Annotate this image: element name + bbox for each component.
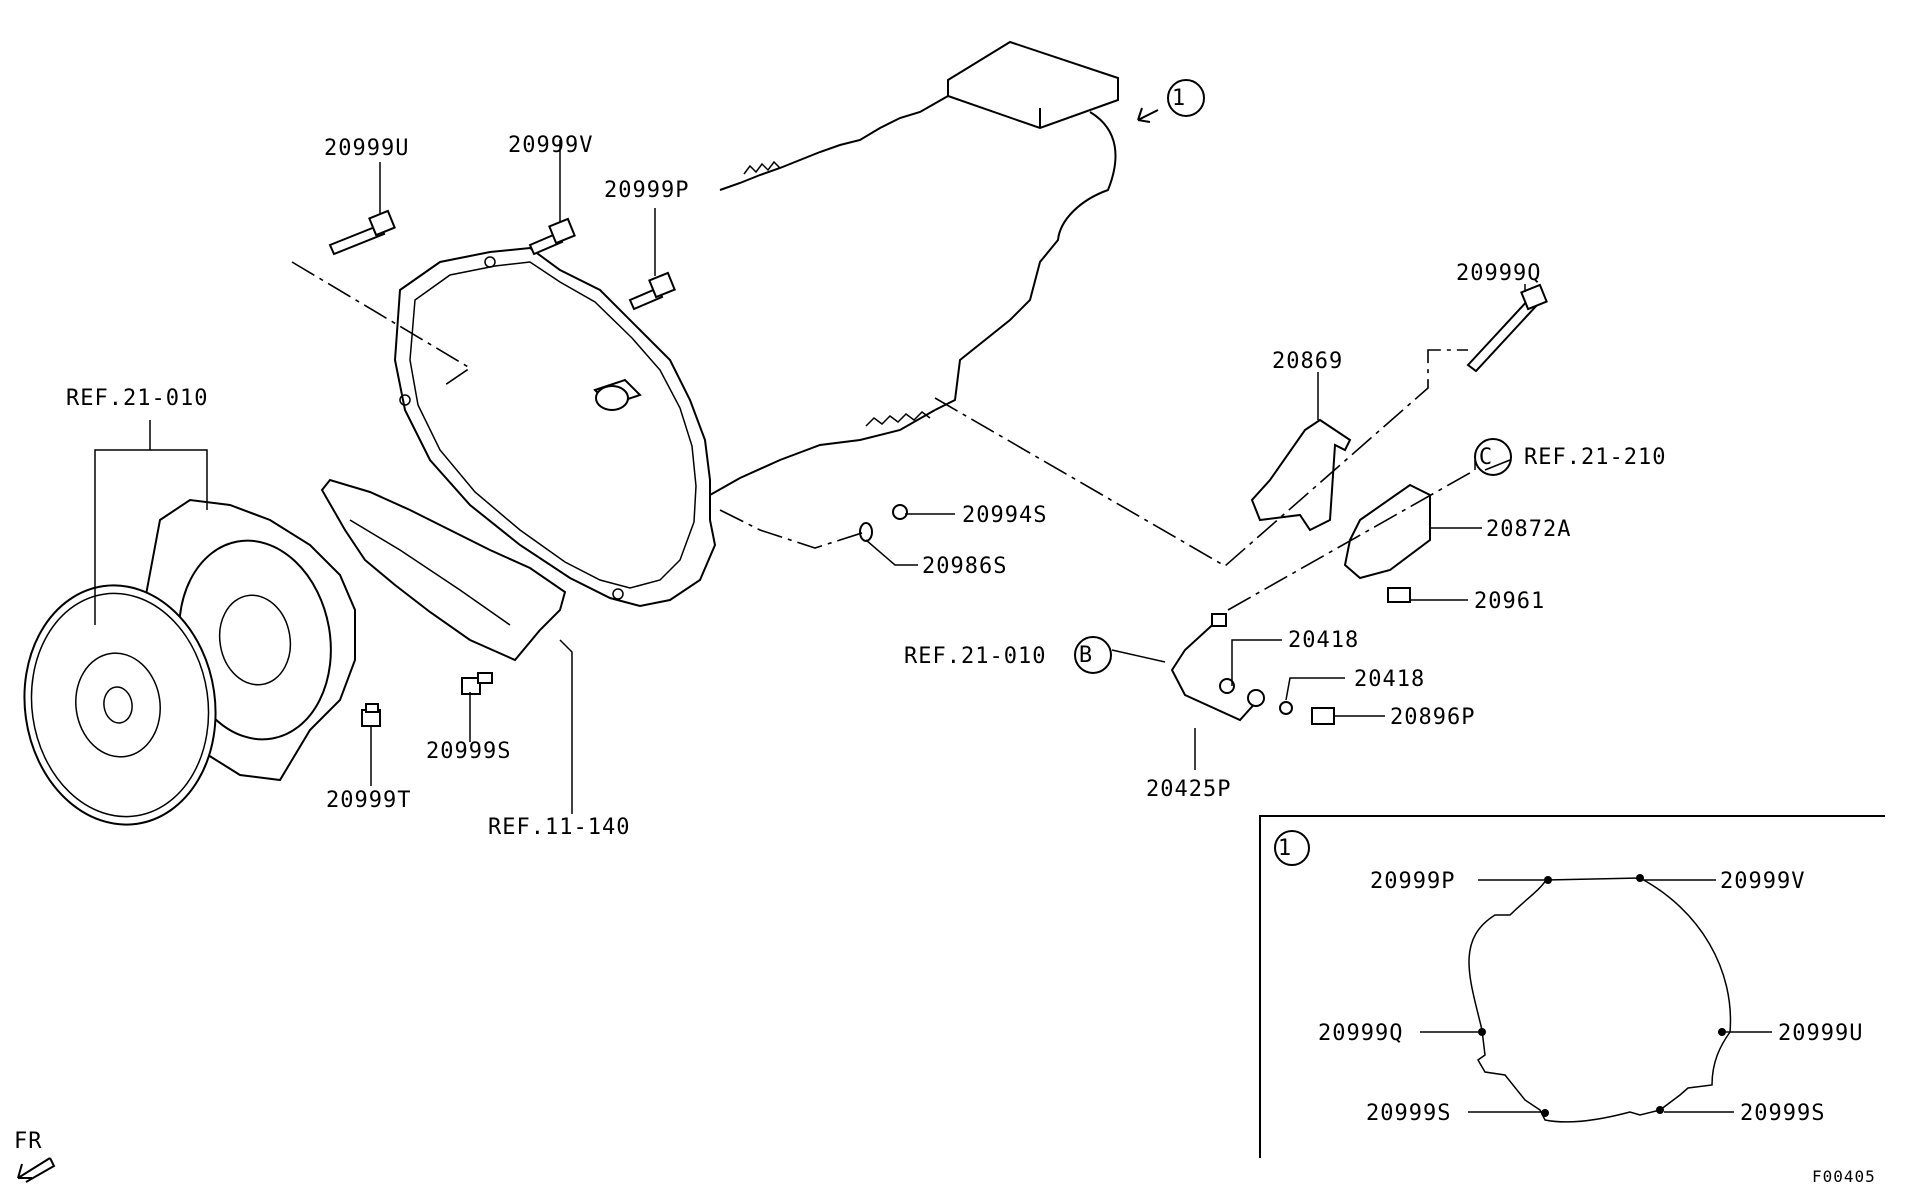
nut-part bbox=[892, 504, 908, 520]
inset-label-mid-right: 20999U bbox=[1778, 1021, 1863, 1046]
label-20418-b: 20418 bbox=[1354, 667, 1425, 692]
callout-c-circle bbox=[1474, 438, 1512, 476]
label-20869: 20869 bbox=[1272, 349, 1343, 374]
front-arrow-icon bbox=[17, 1157, 56, 1183]
callout-1-circle bbox=[1167, 79, 1205, 117]
inset-callout-text: 1 bbox=[1278, 836, 1292, 861]
bolt-20999s-part bbox=[461, 672, 493, 695]
label-ref-11-140: REF.11-140 bbox=[488, 815, 630, 840]
dust-cover bbox=[320, 478, 567, 662]
label-20425p: 20425P bbox=[1146, 777, 1231, 802]
inset-label-mid-left: 20999Q bbox=[1318, 1021, 1403, 1046]
label-20999q: 20999Q bbox=[1456, 261, 1541, 286]
callout-1-text: 1 bbox=[1172, 86, 1186, 111]
callout-c-text: C bbox=[1479, 445, 1493, 470]
label-ref-21-010-pipe: REF.21-010 bbox=[904, 644, 1046, 669]
callout-b-circle bbox=[1074, 636, 1112, 674]
label-20999p: 20999P bbox=[604, 178, 689, 203]
clutch-assembly bbox=[23, 498, 356, 826]
inset-label-bottom-left: 20999S bbox=[1366, 1101, 1451, 1126]
inset-label-bottom-right: 20999S bbox=[1740, 1101, 1825, 1126]
clutch-housing bbox=[393, 246, 717, 608]
bolt-20999t-part bbox=[361, 703, 381, 727]
bolt-20999q-part bbox=[1466, 283, 1548, 373]
inset-label-top-left: 20999P bbox=[1370, 869, 1455, 894]
washer-part bbox=[859, 522, 873, 542]
label-20999t: 20999T bbox=[326, 788, 411, 813]
callout-1-arrow-icon bbox=[1137, 107, 1159, 123]
bracket-part bbox=[1250, 418, 1352, 532]
bolt-20999p-part bbox=[628, 271, 676, 311]
figure-id: F00405 bbox=[1812, 1167, 1876, 1186]
front-marker-label: FR bbox=[14, 1129, 43, 1154]
leader-lines bbox=[94, 140, 1526, 814]
transmission-case bbox=[709, 40, 1119, 496]
clutch-pipe-part bbox=[1170, 617, 1259, 722]
bolt-20999u-part bbox=[328, 209, 396, 256]
label-ref-21-010-clutch: REF.21-010 bbox=[66, 386, 208, 411]
label-20999s: 20999S bbox=[426, 739, 511, 764]
label-20999v: 20999V bbox=[508, 133, 593, 158]
label-20986s: 20986S bbox=[922, 554, 1007, 579]
label-20872a: 20872A bbox=[1486, 517, 1571, 542]
label-20994s: 20994S bbox=[962, 503, 1047, 528]
label-20896p: 20896P bbox=[1390, 705, 1475, 730]
label-20999u: 20999U bbox=[324, 136, 409, 161]
cylinder-bolt-part bbox=[1387, 587, 1411, 603]
release-cylinder-part bbox=[1343, 483, 1431, 580]
inset-label-top-right: 20999V bbox=[1720, 869, 1805, 894]
bolt-position-inset: 1 20999P 20999V 20999Q 20999U 20999S 209… bbox=[1259, 815, 1885, 1158]
label-20961: 20961 bbox=[1474, 589, 1545, 614]
bolt-20999v-part bbox=[528, 217, 576, 256]
callout-b-text: B bbox=[1079, 643, 1093, 668]
label-20418-a: 20418 bbox=[1288, 628, 1359, 653]
label-ref-21-210: REF.21-210 bbox=[1524, 445, 1666, 470]
assembly-lines bbox=[291, 261, 1476, 611]
